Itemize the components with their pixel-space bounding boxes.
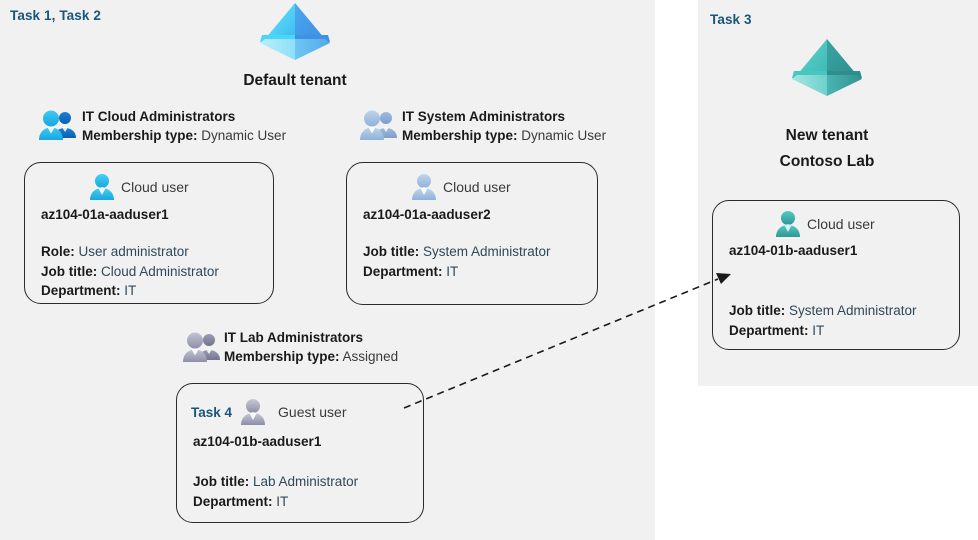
- group-block-it-cloud-administrators: IT Cloud Administrators Membership type:…: [82, 108, 286, 145]
- attribute-value-department-3: IT: [812, 322, 825, 338]
- attribute-label-jobtitle-1: Job title:: [363, 244, 420, 259]
- user-type-label-0: Cloud user: [121, 179, 189, 195]
- user-card-az104-01b-aaduser1-guest[interactable]: Task 4 Guest user az104-01b-aaduser1: [176, 383, 424, 523]
- attribute-label-department-1: Department:: [363, 263, 443, 279]
- attribute-row-jobtitle-1: Job title: System Administrator: [363, 242, 551, 262]
- membership-type-value-1: Dynamic User: [521, 128, 607, 143]
- membership-type-label-1: Membership type:: [402, 128, 518, 143]
- attribute-value-jobtitle-2: Lab Administrator: [253, 474, 359, 489]
- attribute-label-department-3: Department:: [729, 322, 809, 338]
- attribute-value-jobtitle-0: Cloud Administrator: [101, 263, 219, 279]
- attribute-row-jobtitle-3: Job title: System Administrator: [729, 301, 917, 321]
- membership-type-label-2: Membership type:: [224, 349, 340, 364]
- tenant-label-default: Default tenant: [243, 72, 347, 89]
- user-attributes-0: Role: User administrator Job title: Clou…: [41, 242, 219, 301]
- cloud-user-icon-1: [411, 173, 437, 201]
- user-upn-3: az104-01b-aaduser1: [729, 243, 858, 258]
- membership-type-value-0: Dynamic User: [201, 128, 287, 143]
- user-attributes-3: Job title: System Administrator Departme…: [729, 301, 917, 340]
- user-type-label-3: Cloud user: [807, 216, 875, 232]
- user-type-label-2: Guest user: [278, 404, 347, 420]
- group-membership-it-cloud-administrators: Membership type: Dynamic User: [82, 126, 286, 145]
- attribute-value-department-1: IT: [446, 263, 459, 279]
- user-upn-1: az104-01a-aaduser2: [363, 207, 491, 222]
- attribute-value-jobtitle-1: System Administrator: [423, 244, 551, 259]
- group-block-it-system-administrators: IT System Administrators Membership type…: [402, 108, 606, 145]
- group-name-it-lab-administrators: IT Lab Administrators: [224, 330, 364, 345]
- group-users-icon-system-admins: [359, 108, 399, 142]
- attribute-row-jobtitle-0: Job title: Cloud Administrator: [41, 262, 219, 282]
- attribute-row-department-2: Department: IT: [193, 492, 358, 512]
- group-block-it-lab-administrators: IT Lab Administrators Membership type: A…: [224, 329, 398, 366]
- azure-ad-tenant-icon-new: [790, 38, 864, 100]
- attribute-value-department-0: IT: [124, 283, 137, 298]
- user-type-row-2: Task 4 Guest user: [191, 398, 347, 426]
- group-users-icon-cloud-admins: [38, 108, 78, 142]
- user-attributes-1: Job title: System Administrator Departme…: [363, 242, 551, 281]
- attribute-row-department-3: Department: IT: [729, 321, 917, 341]
- cloud-user-icon-3: [775, 210, 801, 238]
- attribute-label-role-0: Role:: [41, 244, 75, 259]
- guest-user-icon-2: [240, 398, 266, 426]
- group-name-it-cloud-administrators: IT Cloud Administrators: [82, 109, 236, 124]
- attribute-value-role-0: User administrator: [78, 244, 189, 259]
- user-type-row-1: Cloud user: [411, 173, 511, 201]
- attribute-row-department-1: Department: IT: [363, 262, 551, 282]
- task-tag-left: Task 1, Task 2: [10, 8, 101, 23]
- user-card-az104-01b-aaduser1-cloud[interactable]: Cloud user az104-01b-aaduser1 Job title:…: [712, 200, 960, 350]
- group-name-it-system-administrators: IT System Administrators: [402, 109, 566, 124]
- attribute-label-jobtitle-2: Job title:: [193, 474, 250, 489]
- attribute-value-jobtitle-3: System Administrator: [789, 303, 917, 318]
- user-type-label-1: Cloud user: [443, 179, 511, 195]
- cloud-user-icon-0: [89, 173, 115, 201]
- group-membership-it-lab-administrators: Membership type: Assigned: [224, 347, 398, 366]
- membership-type-value-2: Assigned: [342, 349, 399, 364]
- group-users-icon-lab-admins: [182, 330, 222, 364]
- attribute-label-jobtitle-0: Job title:: [41, 263, 98, 279]
- attribute-value-department-2: IT: [276, 493, 289, 509]
- attribute-label-department-0: Department:: [41, 283, 121, 298]
- user-card-az104-01a-aaduser2[interactable]: Cloud user az104-01a-aaduser2 Job title:…: [346, 162, 598, 305]
- user-card-az104-01a-aaduser1[interactable]: Cloud user az104-01a-aaduser1 Role: User…: [24, 162, 274, 304]
- attribute-row-department-0: Department: IT: [41, 281, 219, 301]
- group-membership-it-system-administrators: Membership type: Dynamic User: [402, 126, 606, 145]
- task-tag-card-guest: Task 4: [191, 404, 233, 420]
- tenant-label-new-line2: Contoso Lab: [779, 153, 875, 170]
- attribute-label-department-2: Department:: [193, 493, 273, 509]
- task-tag-right: Task 3: [710, 12, 752, 27]
- attribute-label-jobtitle-3: Job title:: [729, 303, 786, 318]
- azure-ad-tenant-icon-default: [258, 2, 332, 64]
- user-type-row-3: Cloud user: [775, 210, 875, 238]
- user-attributes-2: Job title: Lab Administrator Department:…: [193, 472, 358, 511]
- tenant-label-new-line1: New tenant: [785, 127, 869, 144]
- attribute-row-jobtitle-2: Job title: Lab Administrator: [193, 472, 358, 492]
- membership-type-label-0: Membership type:: [82, 128, 198, 143]
- attribute-row-role-0: Role: User administrator: [41, 242, 219, 262]
- user-type-row-0: Cloud user: [89, 173, 189, 201]
- user-upn-2: az104-01b-aaduser1: [193, 434, 322, 449]
- user-upn-0: az104-01a-aaduser1: [41, 207, 169, 222]
